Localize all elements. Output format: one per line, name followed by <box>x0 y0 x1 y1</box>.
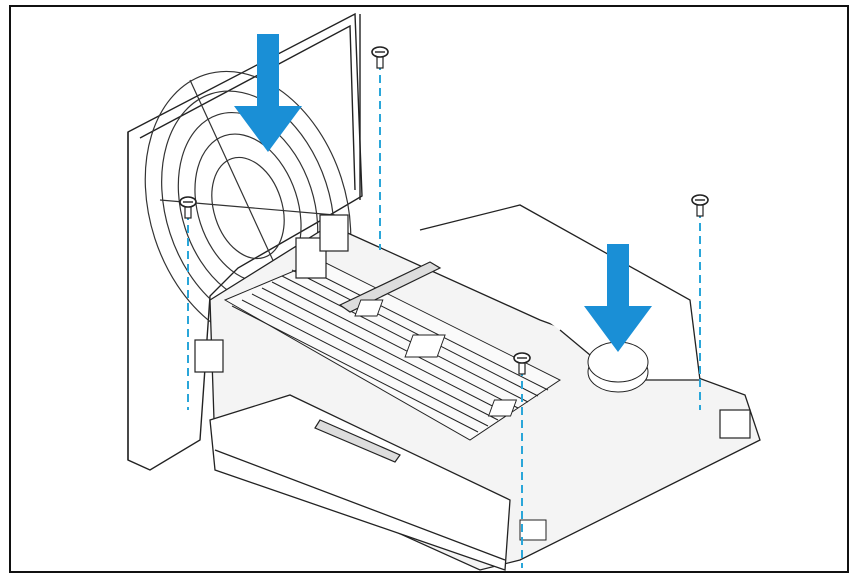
insert-arrow-fan-icon <box>234 34 302 152</box>
arrows <box>234 34 652 352</box>
screw-left-icon <box>179 196 197 219</box>
board-components <box>354 299 649 541</box>
insert-arrow-board-icon <box>584 244 652 352</box>
rear-ports <box>194 214 751 439</box>
chassis-wall <box>127 12 363 471</box>
screws <box>179 46 709 375</box>
screw-guides <box>187 62 701 568</box>
heatsink <box>223 259 561 441</box>
screw-top-center-icon <box>371 46 389 69</box>
screw-right-icon <box>691 194 709 217</box>
screw-front-center-icon <box>513 352 531 375</box>
